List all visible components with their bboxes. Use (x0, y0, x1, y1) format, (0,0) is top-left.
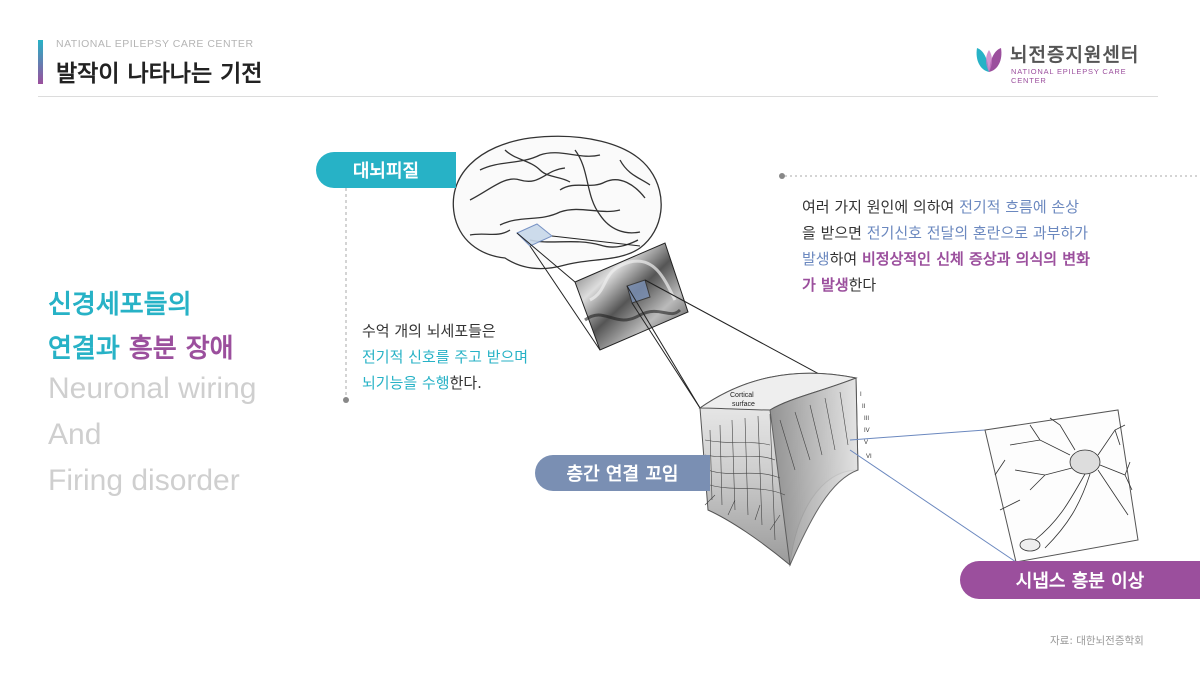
header-accent-bar (38, 40, 43, 84)
cause-line3-a: 발생 (802, 250, 830, 268)
cause-guide-dot (779, 173, 785, 179)
cause-line4-a: 가 발생 (802, 276, 849, 294)
left-english-line1: Neuronal wiring (48, 372, 257, 405)
cause-line4: 가 발생한다 (802, 272, 1162, 298)
neuron-drawing (984, 409, 1139, 563)
cortex-guide-dot (343, 397, 349, 403)
synapse-label: 시냅스 흥분 이상 (960, 561, 1200, 599)
cortical-surface-label: Cortical (730, 392, 754, 399)
cause-line3-b: 하여 (829, 250, 862, 268)
cause-line2-b: 전기신호 전달의 혼란으로 과부하가 (866, 224, 1089, 242)
cause-description: 여러 가지 원인에 의하여 전기적 흐름에 손상 을 받으면 전기신호 전달의 … (802, 194, 1162, 298)
left-english-line3: Firing disorder (48, 464, 240, 497)
cortical-cube: Cortical surface I II III IV V VI (698, 372, 872, 567)
left-english-line2: And (48, 418, 102, 451)
cause-line1: 여러 가지 원인에 의하여 전기적 흐름에 손상 (802, 194, 1162, 220)
left-heading-line2: 연결과 흥분 장애 (48, 328, 234, 365)
header-subtitle: NATIONAL EPILEPSY CARE CENTER (56, 38, 254, 50)
layer-connection-label: 층간 연결 꼬임 (535, 455, 710, 491)
cause-line4-b: 한다 (848, 276, 877, 294)
cause-line2: 을 받으면 전기신호 전달의 혼란으로 과부하가 (802, 220, 1162, 246)
cause-line3: 발생하여 비정상적인 신체 증상과 의식의 변화 (802, 246, 1162, 272)
page-title: 발작이 나타나는 기전 (56, 61, 263, 87)
layer-numeral-2: II (862, 404, 866, 410)
logo-english: NATIONAL EPILEPSY CARE CENTER (1011, 67, 1127, 85)
left-heading-line1: 신경세포들의 (48, 290, 192, 320)
layer-numeral-3: III (864, 416, 869, 422)
left-heading-line2-a: 연결과 (48, 334, 129, 364)
svg-text:surface: surface (732, 401, 755, 408)
layer-numeral-1: I (860, 392, 862, 398)
cell-description: 수억 개의 뇌세포들은 전기적 신호를 주고 받으며 뇌기능을 수행한다. (362, 318, 528, 396)
cell-text-line3: 뇌기능을 수행한다. (362, 370, 528, 396)
layer-numeral-5: V (864, 440, 868, 446)
header-divider (38, 96, 1158, 97)
butterfly-logo-icon (976, 48, 1002, 72)
logo-name: 뇌전증지원센터 (1010, 44, 1140, 66)
cell-text-line3-a: 뇌기능을 수행 (362, 374, 450, 392)
mri-slice (574, 242, 689, 351)
cell-text-line3-b: 한다. (449, 374, 482, 392)
cause-line1-b: 전기적 흐름에 손상 (959, 198, 1080, 216)
cortex-label: 대뇌피질 (316, 152, 456, 188)
cell-text-line2: 전기적 신호를 주고 받으며 (362, 348, 529, 366)
cause-line3-c: 비정상적인 신체 증상과 의식의 변화 (861, 250, 1090, 268)
source-credit: 자료: 대한뇌전증학회 (1050, 635, 1144, 647)
cell-text-line1: 수억 개의 뇌세포들은 (362, 322, 496, 340)
brain-drawing (452, 135, 662, 270)
cause-line2-a: 을 받으면 (802, 224, 867, 242)
logo: 뇌전증지원센터 NATIONAL EPILEPSY CARE CENTER (974, 40, 1164, 85)
left-heading-line2-b: 흥분 장애 (128, 334, 234, 364)
layer-numeral-6: VI (866, 454, 872, 460)
cause-line1-a: 여러 가지 원인에 의하여 (802, 198, 960, 216)
layer-numeral-4: IV (864, 428, 870, 434)
